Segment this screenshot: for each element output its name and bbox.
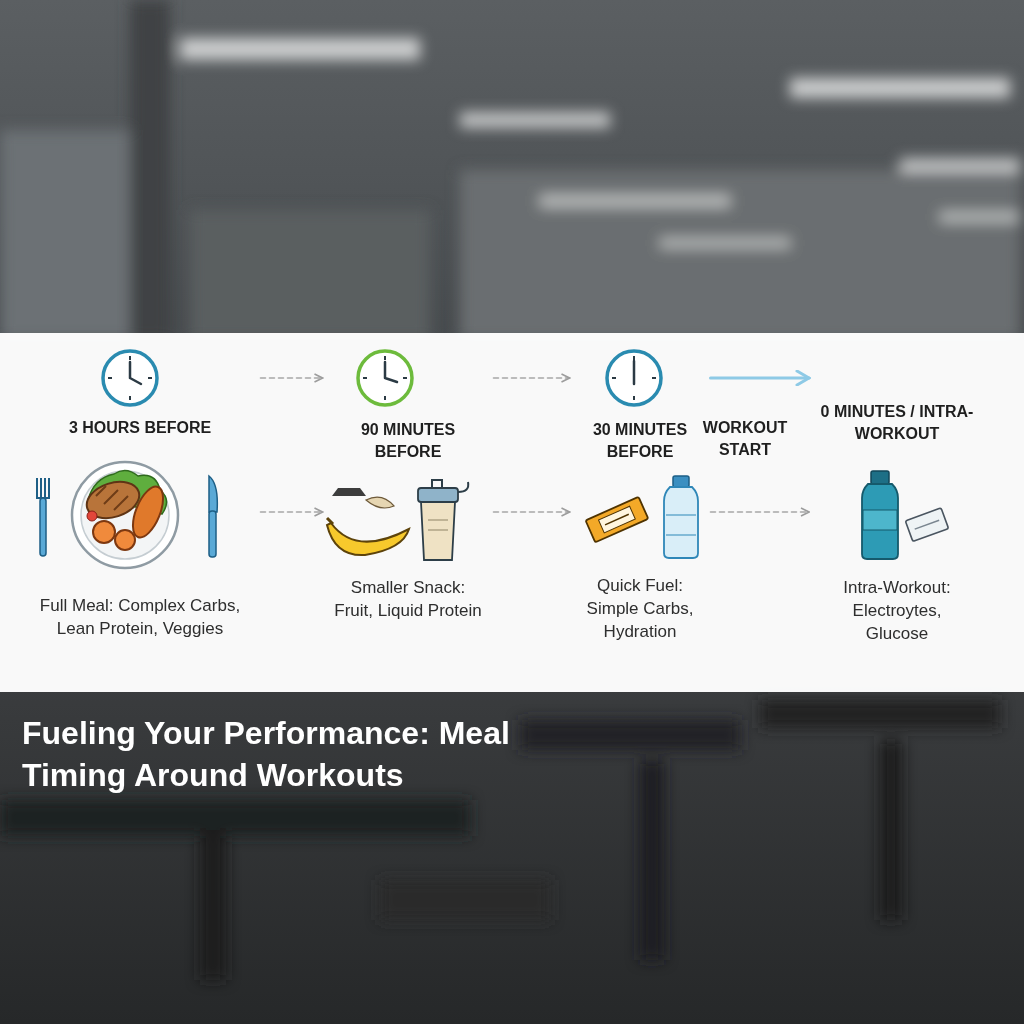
clock-ticks — [108, 356, 152, 400]
gym-bench — [880, 740, 902, 920]
timeline-arrow — [261, 511, 323, 513]
bar-scribble — [605, 514, 629, 525]
clock-face — [358, 351, 412, 405]
stage-description: Quick Fuel: Simple Carbs, Hydration — [581, 574, 699, 643]
gym-bench — [380, 880, 550, 920]
potato-slice — [115, 530, 135, 550]
timeline-arrow — [261, 377, 323, 379]
ceiling-light — [900, 158, 1020, 172]
gym-window — [0, 130, 150, 340]
ceiling-light — [790, 78, 1010, 98]
sports-drink — [862, 484, 898, 559]
fork — [36, 478, 50, 498]
timeline-band — [0, 333, 1024, 692]
clock-hands — [633, 361, 636, 384]
clock-face — [103, 351, 157, 405]
energy-bar — [586, 497, 649, 543]
timeline-stage: 30 MINUTES BEFORE Quick Fuel: Simple Carb… — [572, 358, 709, 649]
grill-marks — [96, 486, 128, 510]
ceiling-light — [540, 195, 730, 207]
scoop — [332, 488, 366, 496]
milestone-label: WORKOUT START — [695, 417, 795, 461]
gym-bench — [760, 700, 1000, 728]
timeline-arrow — [711, 377, 810, 380]
shaker-cap — [418, 488, 458, 502]
protein-powder — [366, 497, 394, 508]
shaker-body — [421, 502, 455, 560]
bar-wrapper — [586, 497, 649, 543]
stage-time: 3 HOURS BEFORE — [69, 417, 211, 439]
clock-ticks — [363, 356, 407, 400]
stage-time: 90 MINUTES BEFORE — [343, 419, 473, 463]
ceiling-light — [180, 38, 420, 60]
intra-workout-icon — [862, 471, 949, 559]
ceiling-light — [460, 112, 610, 128]
drink-cap — [871, 471, 889, 484]
gym-bench — [200, 830, 226, 980]
gel-scribble — [915, 520, 939, 529]
gym-bench — [640, 760, 664, 960]
label-container: WORKOUT START — [695, 417, 795, 461]
water-bottle — [664, 487, 698, 558]
ceiling-light — [660, 238, 790, 248]
plate-rim — [81, 471, 169, 559]
clock-hands — [385, 362, 397, 382]
gym-pillar — [130, 0, 170, 340]
bottle-cap — [673, 476, 689, 487]
clock-face — [607, 351, 661, 405]
timeline-arrow — [494, 377, 570, 379]
timeline-stage: 90 MINUTES BEFORE Smaller Snack: Fruit, L… — [325, 358, 492, 648]
potato-slice — [93, 521, 115, 543]
stage-description: Full Meal: Complex Carbs, Lean Protein, … — [28, 594, 253, 640]
fork-handle — [40, 498, 46, 556]
gym-floor — [0, 686, 1024, 1024]
meal-plate-icon — [36, 462, 217, 568]
gel-wrapper — [905, 508, 948, 542]
stage-description: Smaller Snack: Fruit, Liquid Protein — [331, 576, 486, 622]
snack-icon — [327, 480, 468, 560]
gym-bench — [0, 800, 470, 836]
gym-window — [190, 210, 430, 340]
timeline-arrow — [494, 511, 570, 513]
knife-blade — [209, 476, 217, 512]
shaker-scribble — [428, 520, 448, 530]
shaker-spout — [432, 480, 468, 492]
timeline-stage: 3 HOURS BEFORE Full Meal: Complex Carbs, … — [22, 358, 259, 648]
plate — [72, 462, 178, 568]
quick-fuel-icon — [586, 476, 698, 558]
title-container: Fueling Your Performance: Meal Timing Ar… — [22, 712, 542, 796]
timeline-arrow — [711, 511, 810, 513]
gym-wall — [460, 170, 1020, 340]
knife-handle — [209, 511, 216, 557]
clock-ticks — [612, 356, 656, 400]
timeline-stage: 0 MINUTES / INTRA-WORKOUT Intra-Workout: … — [811, 358, 983, 651]
banana — [327, 523, 409, 555]
bottle-ridges — [666, 515, 696, 535]
gym-ceiling — [0, 0, 1024, 340]
clock-icon — [103, 351, 157, 405]
diagram-title: Fueling Your Performance: Meal Timing Ar… — [22, 712, 542, 796]
clock-icon — [358, 351, 412, 405]
tomato — [87, 511, 97, 521]
gym-bench — [520, 720, 740, 750]
stage-time: 30 MINUTES BEFORE — [578, 419, 703, 463]
bar-label — [599, 506, 636, 533]
banana-stem — [327, 518, 333, 524]
ceiling-light — [940, 212, 1020, 222]
gel-pack — [905, 508, 948, 542]
drink-label — [863, 510, 897, 530]
clock-icon — [607, 351, 661, 405]
stage-description: Intra-Workout: Electroytes, Glucose — [836, 576, 958, 645]
clock-hands — [130, 362, 141, 384]
stage-time: 0 MINUTES / INTRA-WORKOUT — [817, 401, 977, 445]
